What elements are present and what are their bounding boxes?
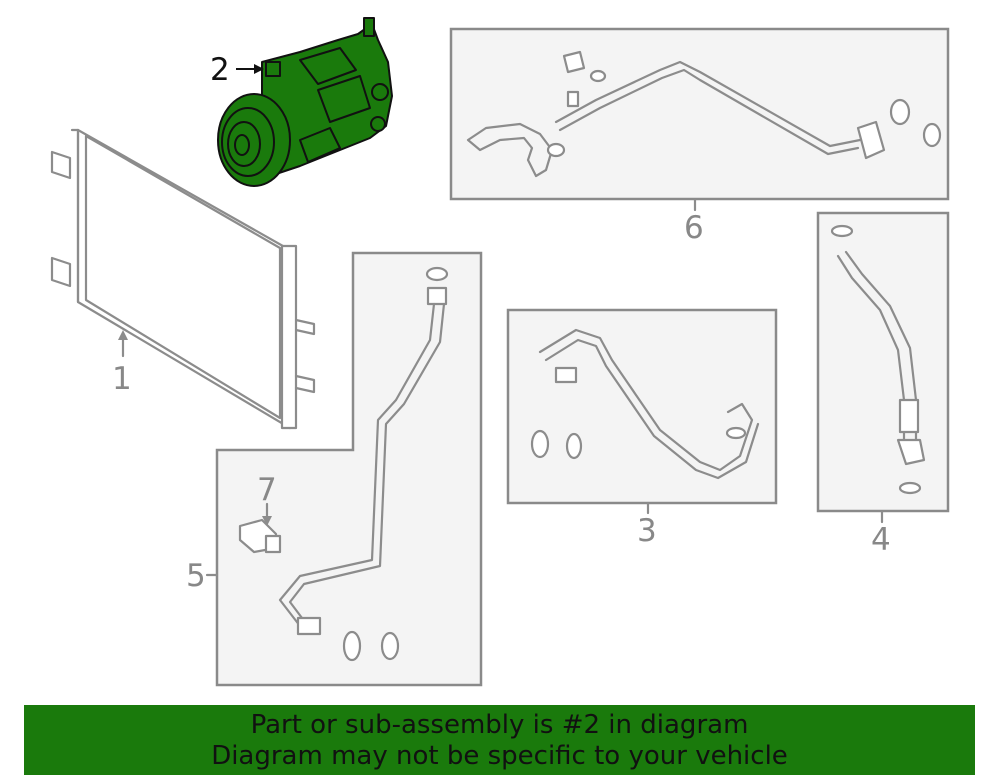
callout-1-arrow xyxy=(118,330,128,340)
banner-line-2: Diagram may not be specific to your vehi… xyxy=(211,741,788,771)
compressor-part-2[interactable] xyxy=(217,17,393,187)
callout-1-label: 1 xyxy=(112,361,132,397)
panel-part-3[interactable] xyxy=(506,308,778,505)
banner-line-1: Part or sub-assembly is #2 in diagram xyxy=(250,710,749,740)
callout-2-arrow xyxy=(254,64,264,74)
panel-part-4[interactable] xyxy=(816,211,950,513)
panel-part-5[interactable] xyxy=(215,251,483,687)
callout-2-label: 2 xyxy=(210,52,230,88)
callout-4-label: 4 xyxy=(871,522,891,558)
info-banner: Part or sub-assembly is #2 in diagram Di… xyxy=(24,705,975,775)
callout-6-label: 6 xyxy=(684,210,704,246)
pressure-sensor-part-7[interactable] xyxy=(238,518,282,554)
callout-7-label: 7 xyxy=(257,472,277,508)
callout-5-label: 5 xyxy=(186,558,206,594)
panel-part-6[interactable] xyxy=(449,27,950,201)
callout-3-label: 3 xyxy=(637,513,657,549)
condenser-part-1[interactable] xyxy=(50,128,316,430)
callout-7-arrow xyxy=(262,516,272,526)
